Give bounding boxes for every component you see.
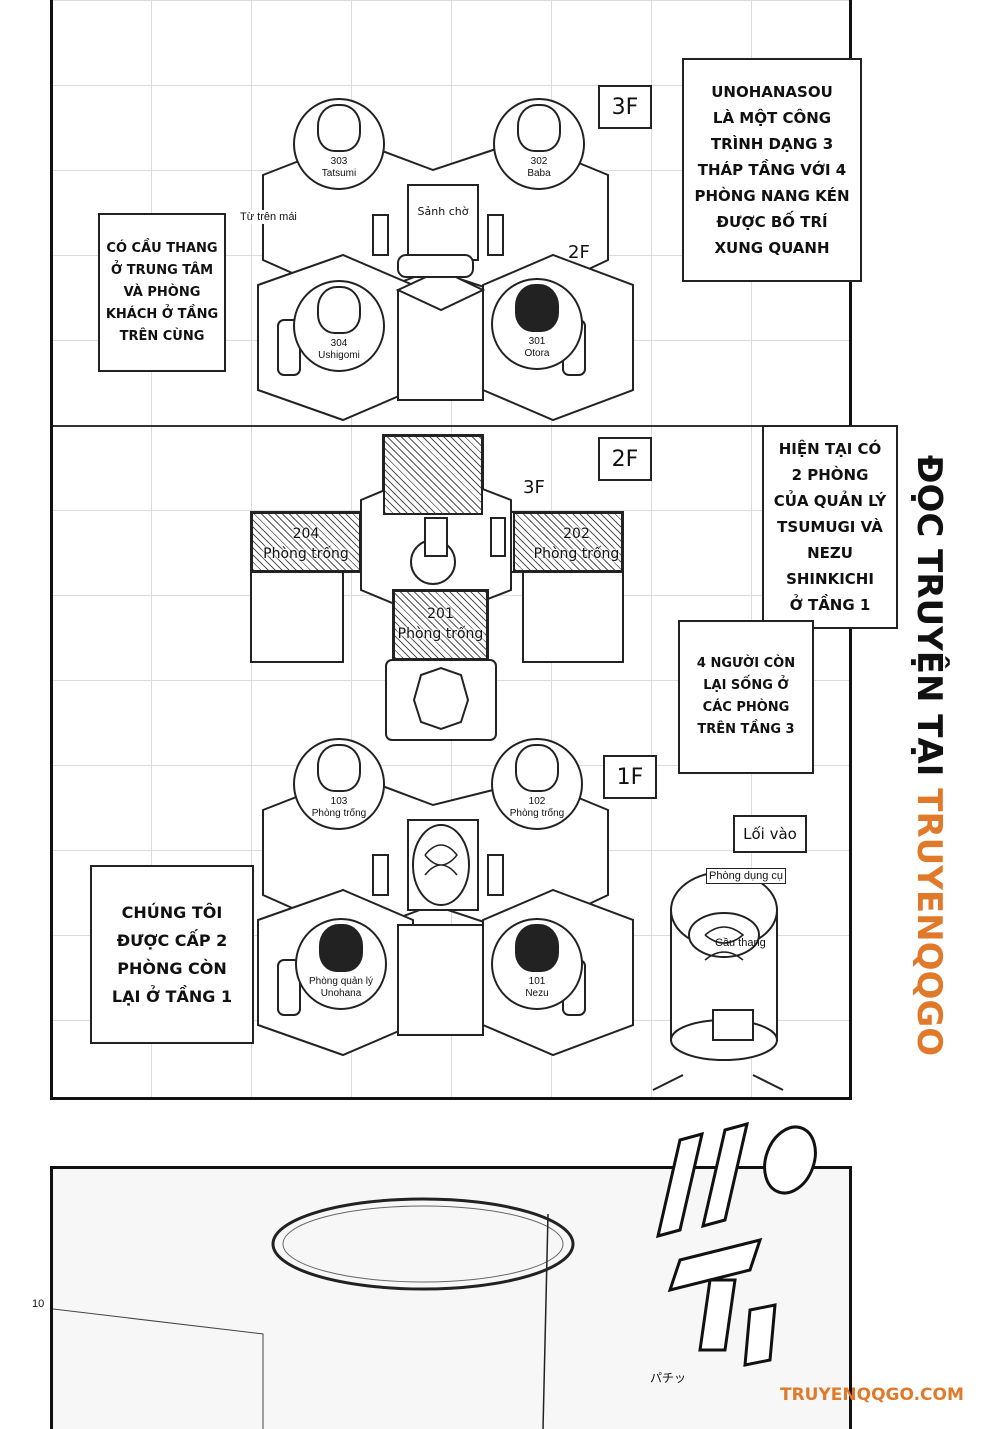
sfx-text: パチッ bbox=[650, 1371, 686, 1385]
resident-303: 303 Tatsumi bbox=[293, 98, 385, 190]
resident-102: 102 Phòng trống bbox=[491, 738, 583, 830]
ceiling-lamp-drawing bbox=[53, 1197, 575, 1429]
stair-marker-3f: 3F bbox=[523, 477, 545, 498]
caption-managers: HIỆN TẠI CÓ 2 PHÒNG CỦA QUẢN LÝ TSUMUGI … bbox=[762, 425, 898, 629]
watermark: TRUYENQQGO.COM bbox=[780, 1385, 964, 1405]
resident-302: 302 Baba bbox=[493, 98, 585, 190]
caption-intro: UNOHANASOU LÀ MỘT CÔNG TRÌNH DẠNG 3 THÁP… bbox=[682, 58, 862, 282]
resident-manager: Phòng quản lý Unohana bbox=[295, 918, 387, 1010]
room-103-portrait bbox=[317, 744, 361, 792]
hatch-room-top bbox=[383, 435, 483, 515]
caption-given: CHÚNG TÔI ĐƯỢC CẤP 2 PHÒNG CÒN LẠI Ở TẦN… bbox=[90, 865, 254, 1044]
room-201-label: 201 Phòng trống bbox=[397, 606, 484, 642]
room-204-label: 204 Phòng trống bbox=[263, 526, 349, 562]
storage-label: Phòng dụng cụ bbox=[706, 868, 787, 884]
room-202-label: 202 Phòng trống bbox=[533, 526, 620, 562]
resident-101: 101 Nezu bbox=[491, 918, 583, 1010]
hatch-room-201 bbox=[393, 590, 488, 660]
side-site-title: ĐỌC TRUYỆN TẠI TRUYENQQGO bbox=[905, 455, 961, 1056]
resident-103: 103 Phòng trống bbox=[293, 738, 385, 830]
tatsumi-portrait bbox=[317, 104, 361, 152]
entrance-label: Lối vào bbox=[733, 815, 807, 853]
floor-label-1f: 1F bbox=[603, 755, 657, 799]
baba-portrait bbox=[517, 104, 561, 152]
resident-301: 301 Otora bbox=[491, 278, 583, 370]
lobby-label: Sảnh chờ bbox=[417, 205, 469, 218]
unohana-portrait bbox=[319, 924, 363, 972]
hatch-room-204 bbox=[251, 512, 361, 572]
floor-label-3f: 3F bbox=[598, 85, 652, 129]
stair-marker-2f: 2F bbox=[568, 242, 590, 263]
room-102-portrait bbox=[515, 744, 559, 792]
otora-portrait bbox=[515, 284, 559, 332]
caption-others: 4 NGƯỜI CÒN LẠI SỐNG Ở CÁC PHÒNG TRÊN TẦ… bbox=[678, 620, 814, 774]
divider-3f-2f bbox=[53, 425, 849, 427]
page-number: 10 bbox=[32, 1298, 45, 1310]
resident-304: 304 Ushigomi bbox=[293, 280, 385, 372]
caption-staircase: CÓ CẦU THANG Ở TRUNG TÂM VÀ PHÒNG KHÁCH … bbox=[98, 213, 226, 372]
sound-effect: パチッ bbox=[650, 1121, 817, 1385]
side-title-site: TRUYENQQGO bbox=[909, 788, 949, 1057]
floor-label-2f: 2F bbox=[598, 437, 652, 481]
stairs-label: Cầu thang bbox=[715, 937, 766, 949]
side-title-prefix: ĐỌC TRUYỆN TẠI bbox=[909, 455, 949, 789]
ushigomi-portrait bbox=[317, 286, 361, 334]
hatch-room-202 bbox=[513, 512, 623, 572]
nezu-portrait bbox=[515, 924, 559, 972]
from-roof-label: Từ trên mái bbox=[238, 210, 299, 224]
